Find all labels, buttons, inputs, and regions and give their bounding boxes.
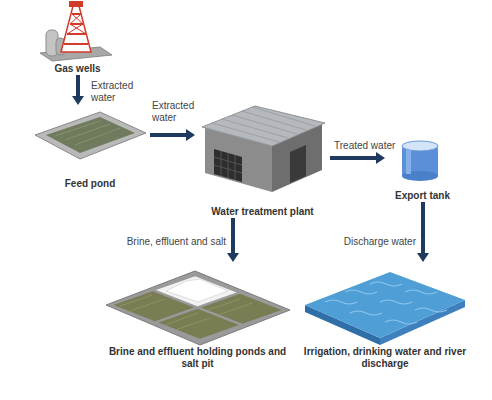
arrow-head: [227, 253, 239, 262]
flow-arrow: [227, 218, 239, 262]
node-label: Feed pond: [30, 178, 150, 190]
illustrated-node: Brine and effluent holding ponds and sal…: [100, 262, 295, 370]
arrow-shaft: [76, 75, 80, 97]
treatment-plant-illustration: [202, 106, 325, 192]
flow-arrow: [330, 152, 385, 164]
export-tank-illustration: [402, 141, 438, 181]
node-label: Irrigation, drinking water and river dis…: [300, 346, 470, 370]
illustrated-node: Gas wells: [30, 0, 125, 75]
illustrated-node: Export tank: [385, 130, 460, 202]
arrow-head: [417, 253, 429, 262]
flow-arrow: [150, 129, 195, 141]
flow-label: Extracted water: [91, 80, 146, 104]
illustrated-node: Irrigation, drinking water and river dis…: [300, 262, 470, 370]
node-label: Water treatment plant: [195, 206, 330, 218]
flow-label: Brine, effluent and salt: [108, 236, 226, 248]
flow-label: Extracted water: [152, 100, 196, 124]
node-label: Brine and effluent holding ponds and sal…: [100, 346, 295, 370]
arrow-shaft: [231, 218, 235, 254]
arrow-head: [72, 96, 84, 105]
arrow-head: [376, 152, 385, 164]
river-water-illustration: [305, 272, 465, 345]
arrow-shaft: [150, 133, 187, 137]
flow-label: Discharge water: [326, 236, 416, 248]
flow-arrow: [417, 202, 429, 262]
arrow-shaft: [330, 156, 377, 160]
node-label: Gas wells: [30, 63, 125, 75]
feed-pond-illustration: [35, 112, 146, 159]
illustrated-node: Feed pond: [30, 105, 150, 190]
gas-well-illustration: [40, 1, 112, 61]
flow-arrow: [72, 75, 84, 105]
node-label: Export tank: [385, 190, 460, 202]
flow-label: Treated water: [334, 140, 409, 152]
arrow-head: [186, 129, 195, 141]
illustrated-node: Water treatment plant: [195, 100, 330, 218]
brine-ponds-illustration: [106, 271, 290, 345]
arrow-shaft: [421, 202, 425, 254]
